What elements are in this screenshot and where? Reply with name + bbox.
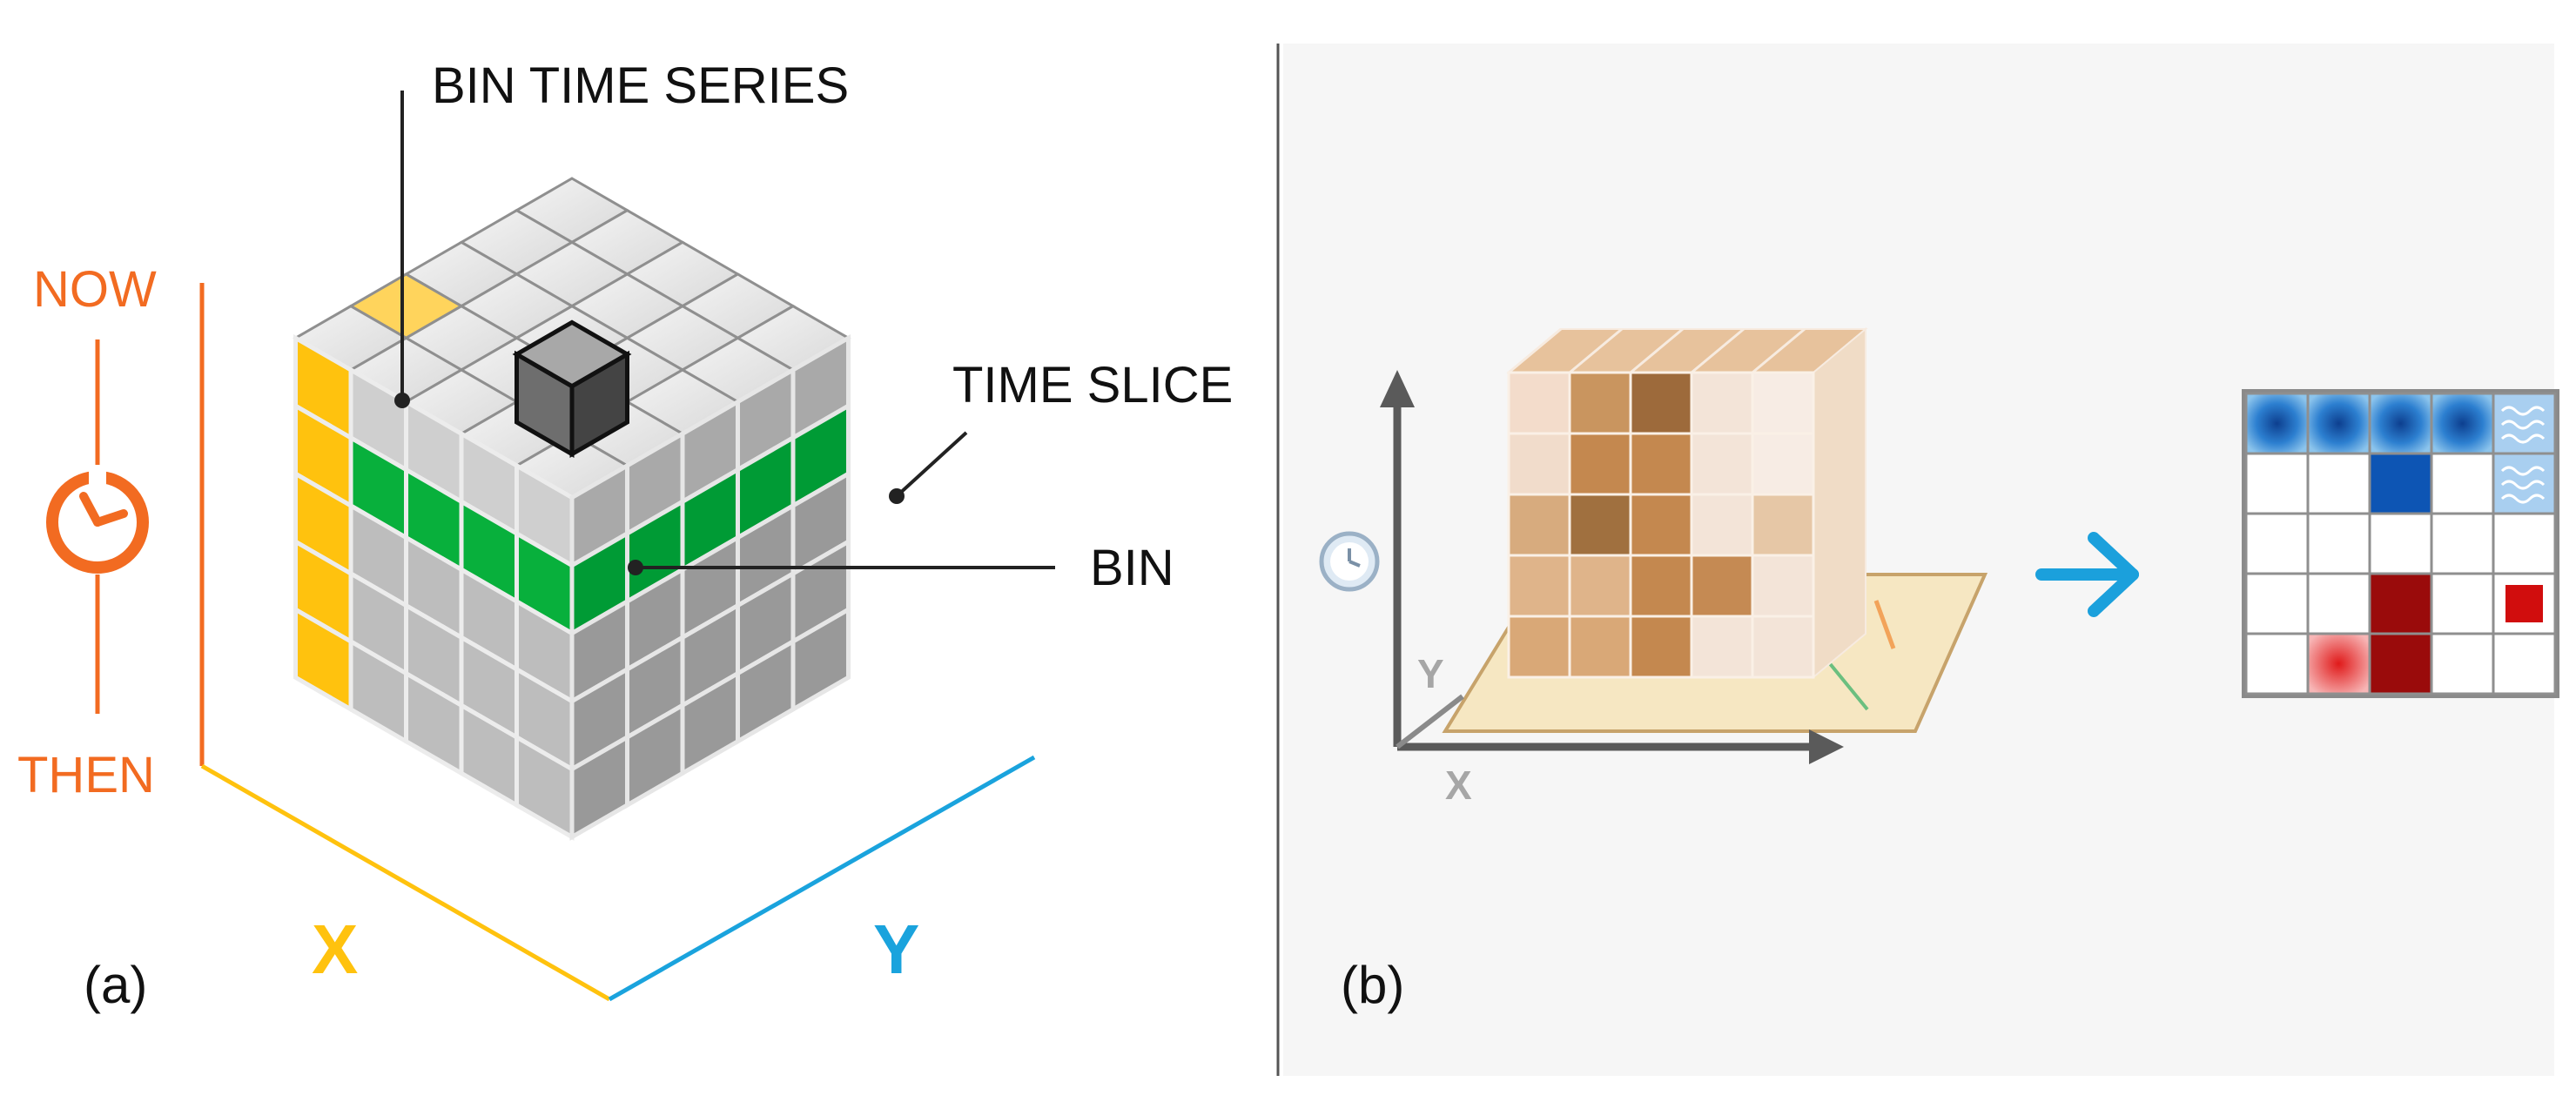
right-face-tile: [569, 733, 629, 841]
grid-cell: [2306, 392, 2371, 455]
cube-bin: [1751, 554, 1815, 618]
callout-bin-time-series: BIN TIME SERIES: [394, 57, 849, 408]
cube-bin: [1629, 554, 1693, 618]
grid-cell: [2244, 452, 2310, 515]
grid-cell: [2430, 572, 2495, 635]
cube-bin: [1629, 371, 1693, 435]
cube-bin: [1568, 493, 1632, 557]
cube-bin: [1751, 432, 1815, 496]
time-axis: NOW THEN: [17, 261, 1036, 1002]
cube-bin: [1568, 371, 1632, 435]
clock-icon: [1319, 531, 1380, 592]
grid-cell: [2430, 512, 2495, 575]
cube-bin: [1690, 615, 1754, 679]
cube-bin: [1690, 432, 1754, 496]
cube-bin: [1568, 554, 1632, 618]
grid-cell: [2368, 392, 2433, 455]
y-axis-label: Y: [873, 910, 919, 988]
panel-b-axes: Y X: [1380, 370, 1844, 808]
result-grid: [2242, 389, 2559, 698]
now-label: NOW: [33, 261, 157, 318]
cube-bin: [1690, 493, 1754, 557]
cube-bin: [1751, 493, 1815, 557]
cube-bin: [1507, 493, 1571, 557]
cube-bin: [1568, 615, 1632, 679]
grid-cell: [2244, 572, 2310, 635]
clock-icon: [46, 465, 149, 574]
grid-cell: [2306, 572, 2371, 635]
bin-time-series-label: BIN TIME SERIES: [432, 57, 849, 114]
grid-cell: [2492, 512, 2557, 575]
right-arrow-icon: [2035, 532, 2139, 617]
cube-bin: [1629, 432, 1693, 496]
cube-bin: [1690, 371, 1754, 435]
highlighted-bin: [512, 319, 632, 459]
cube-bin: [1507, 432, 1571, 496]
grid-cell: [2368, 632, 2433, 695]
cube-bin: [1507, 554, 1571, 618]
space-time-cube-3d: [1506, 326, 1868, 680]
then-label: THEN: [17, 747, 155, 803]
cube-bin: [1751, 615, 1815, 679]
callout-time-slice: TIME SLICE: [889, 357, 1233, 504]
cube-top-face: [1506, 328, 1868, 373]
grid-cell: [2244, 632, 2310, 695]
x-axis-label: X: [312, 910, 358, 988]
cube-bin: [1507, 615, 1571, 679]
time-slice-label: TIME SLICE: [952, 357, 1233, 413]
panel-a: NOW THEN X Y BIN TIME SERIES TIME SLICE …: [17, 57, 1233, 1014]
grid-cell: [2306, 512, 2371, 575]
panel-b-label: (b): [1341, 956, 1404, 1014]
grid-cell: [2368, 452, 2433, 515]
grid-cell: [2430, 392, 2495, 455]
space-time-cube: [293, 177, 851, 841]
cube-bin: [1507, 371, 1571, 435]
cube-bin: [1629, 615, 1693, 679]
grid-cell: [2492, 632, 2557, 695]
cube-bin: [1568, 432, 1632, 496]
cube-bin: [1751, 371, 1815, 435]
b-x-axis-label: X: [1445, 763, 1472, 808]
grid-cell: [2430, 452, 2495, 515]
grid-cell: [2368, 572, 2433, 635]
grid-cell-marker: [2505, 585, 2543, 622]
b-y-axis-label: Y: [1417, 651, 1444, 696]
grid-cell: [2244, 392, 2310, 455]
bin-label: BIN: [1090, 540, 1174, 596]
panel-a-label: (a): [84, 956, 147, 1014]
grid-cell: [2430, 632, 2495, 695]
cube-side-face: [1813, 326, 1866, 680]
cube-bin: [1629, 493, 1693, 557]
grid-cell: [2368, 512, 2433, 575]
grid-cell: [2306, 632, 2371, 695]
panel-b: Y X (b): [1283, 44, 2559, 1076]
grid-cell: [2244, 512, 2310, 575]
cube-bin: [1690, 554, 1754, 618]
callout-bin: BIN: [628, 540, 1174, 596]
grid-cell: [2306, 452, 2371, 515]
